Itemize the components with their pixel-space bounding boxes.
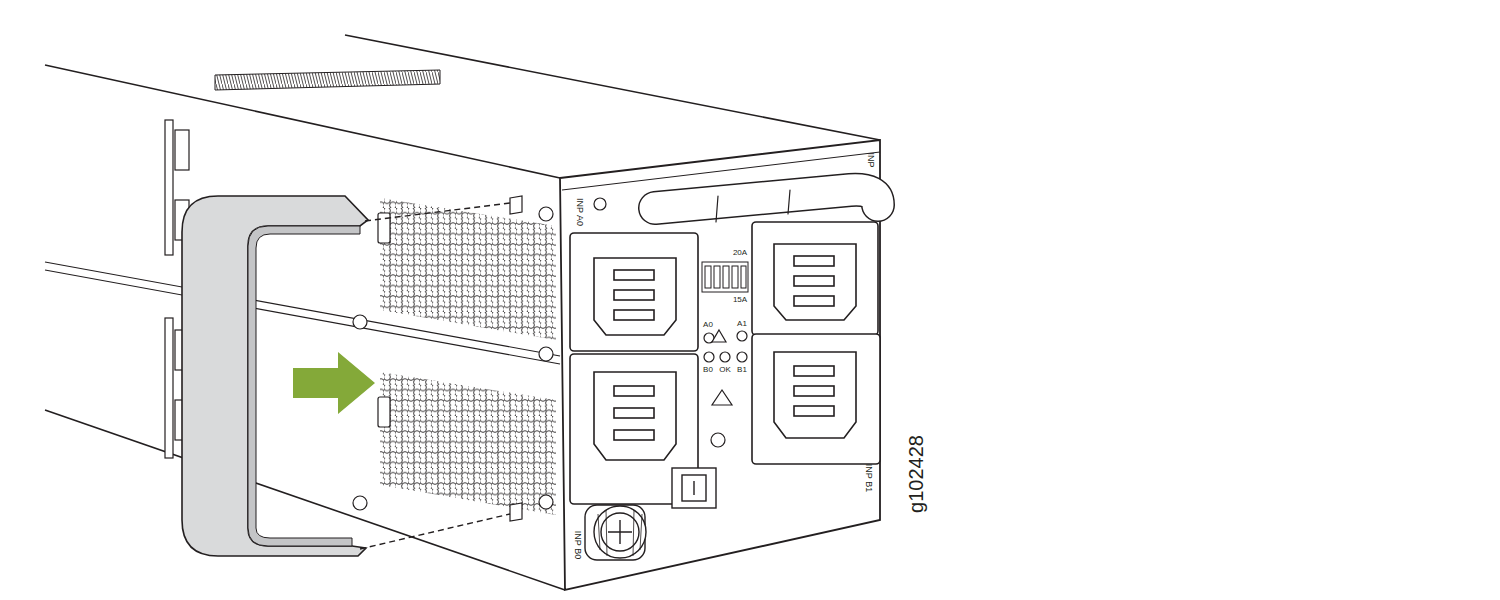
led-label: OK xyxy=(719,366,731,374)
figure-id: g102428 xyxy=(906,435,926,513)
led-label: A0 xyxy=(703,321,713,329)
side-slots xyxy=(378,196,522,521)
chassis xyxy=(45,35,880,590)
port-label: INP B0 xyxy=(573,531,582,559)
alignment-lines xyxy=(360,203,510,549)
insert-arrow xyxy=(293,352,375,414)
vent-holes xyxy=(380,195,560,345)
power-switch xyxy=(672,468,716,508)
vent-holes xyxy=(380,368,560,518)
led-label: A1 xyxy=(737,320,747,328)
status-leds xyxy=(704,330,747,405)
led-label: B0 xyxy=(703,366,713,374)
rating-label: 20A xyxy=(733,249,747,257)
thumbscrew xyxy=(585,505,646,560)
port-label: INP xyxy=(866,152,875,167)
rating-label: 15A xyxy=(733,296,747,304)
port-label: INP B1 xyxy=(864,464,873,492)
iec-sockets xyxy=(570,222,880,504)
led-label: B1 xyxy=(737,366,747,374)
top-vent xyxy=(215,70,440,90)
port-label: INP A0 xyxy=(575,198,584,226)
handle xyxy=(655,190,878,222)
dip-switch xyxy=(702,262,748,292)
screws xyxy=(353,198,725,510)
